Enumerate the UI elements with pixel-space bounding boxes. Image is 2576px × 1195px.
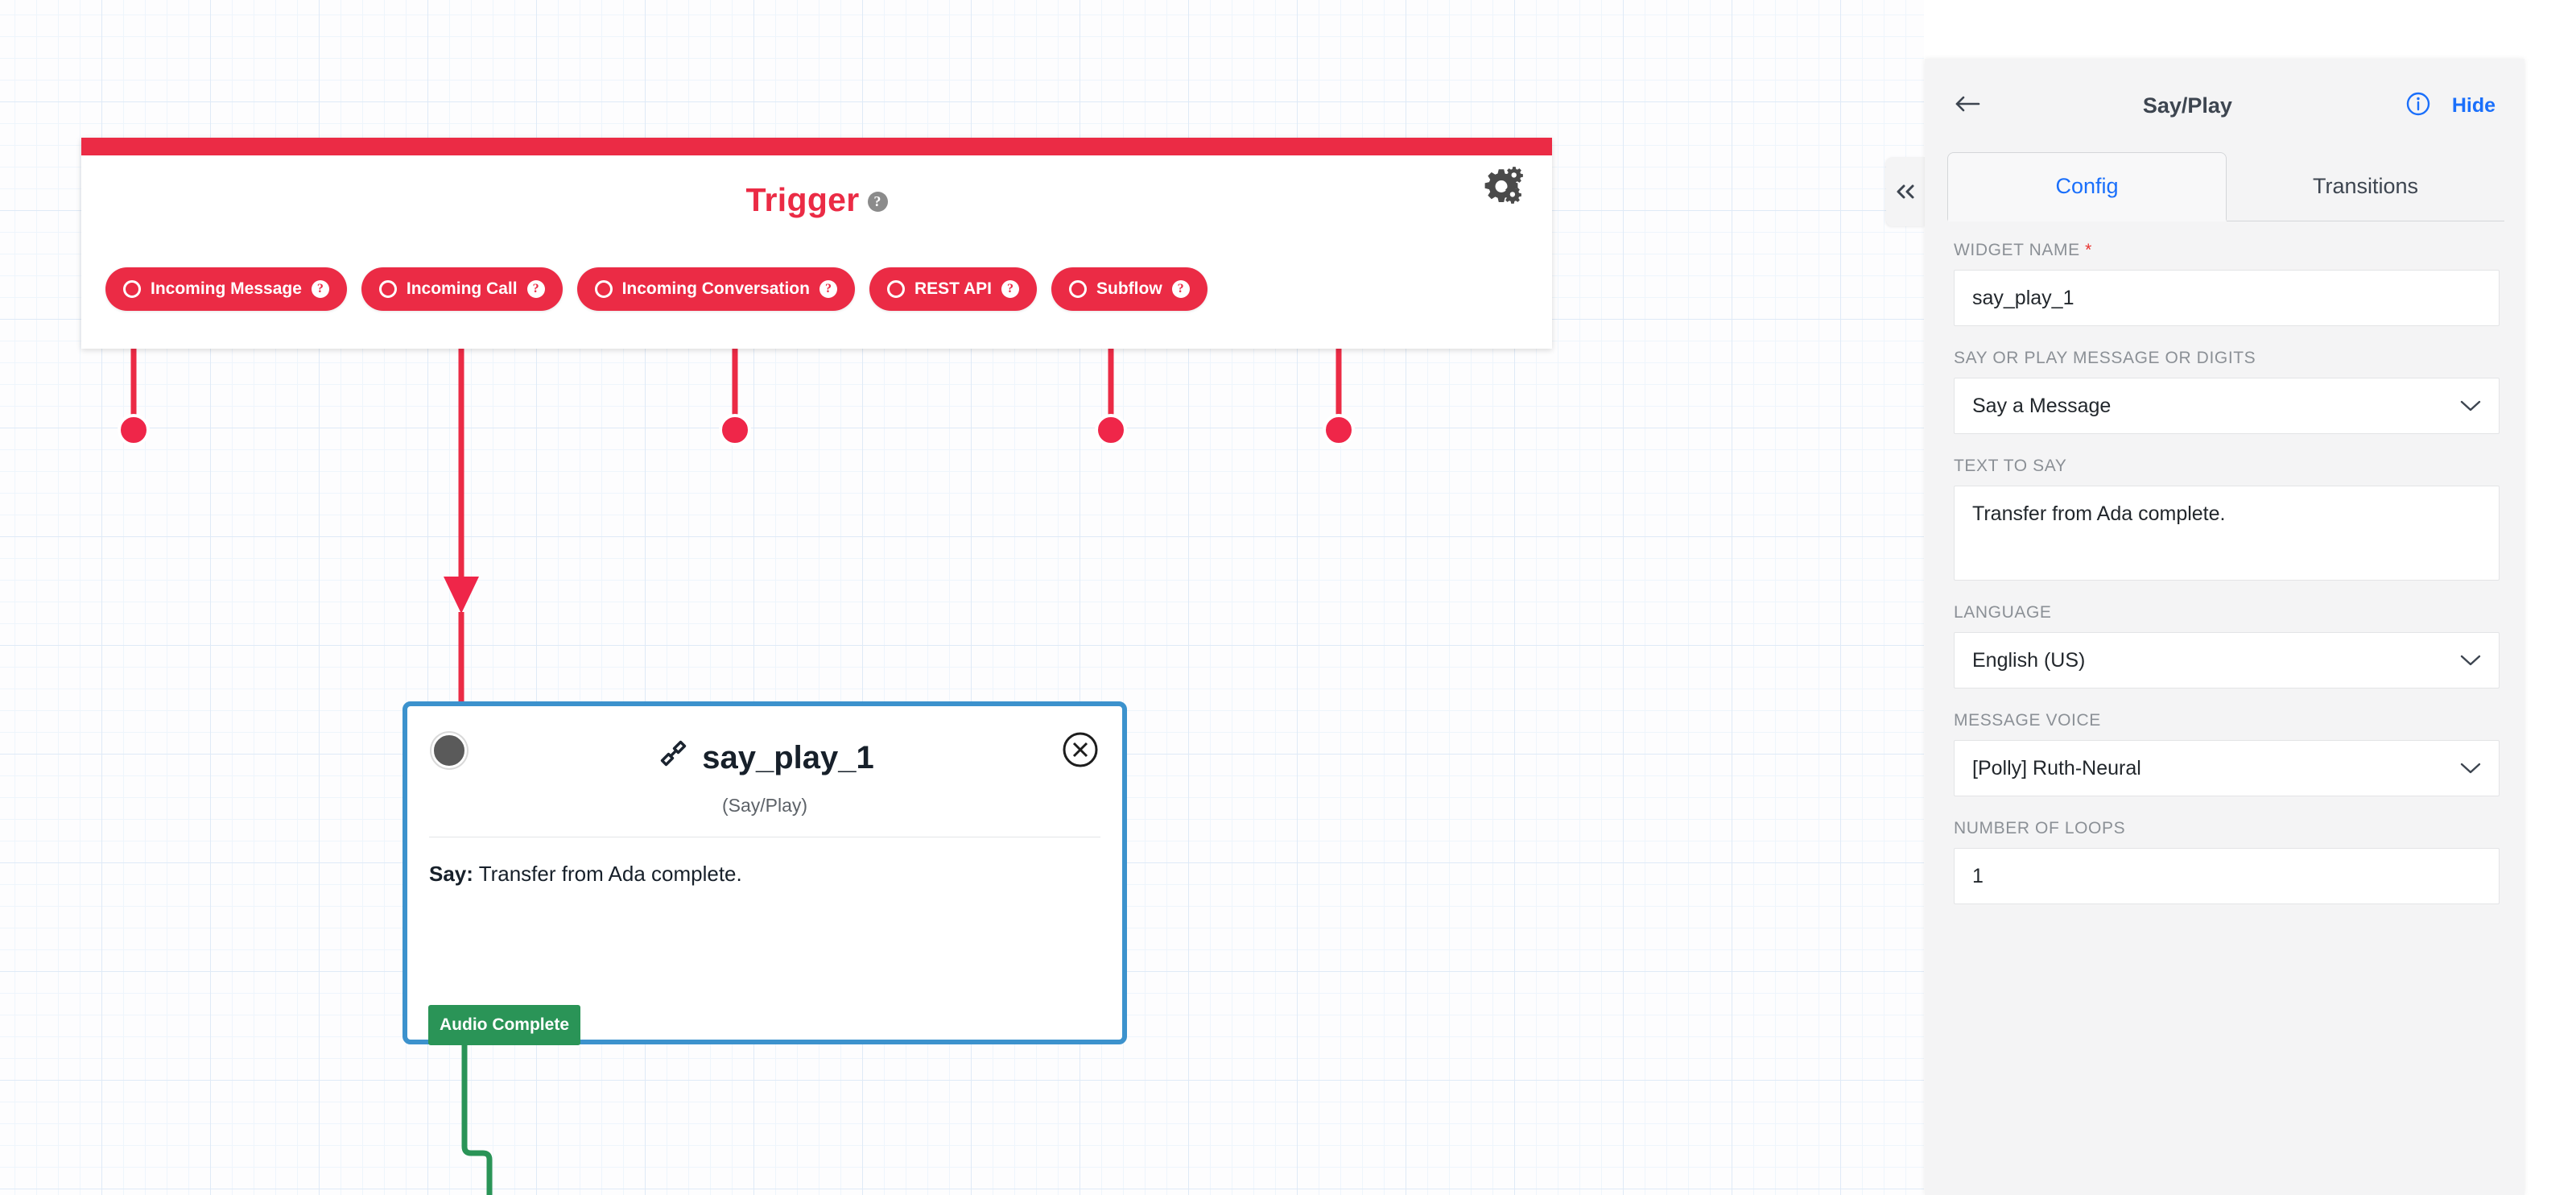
field-label-text: WIDGET NAME: [1954, 241, 2080, 259]
field-widget-name: WIDGET NAME * say_play_1: [1954, 241, 2500, 326]
field-label: LANGUAGE: [1954, 603, 2052, 622]
flow-canvas[interactable]: Trigger? Incoming Message ? Incoming Cal…: [0, 0, 1925, 1195]
number-of-loops-input[interactable]: 1: [1954, 848, 2500, 904]
help-icon[interactable]: ?: [1171, 280, 1190, 298]
phone-icon: [655, 737, 689, 779]
trigger-pill-label: Incoming Message: [151, 279, 302, 298]
trigger-pill-label: Subflow: [1096, 279, 1162, 298]
field-label: WIDGET NAME *: [1954, 241, 2500, 260]
node-body-value: Transfer from Ada complete.: [478, 862, 742, 886]
trigger-pill-label: Incoming Conversation: [621, 279, 810, 298]
field-label: SAY OR PLAY MESSAGE OR DIGITS: [1954, 349, 2256, 367]
arrow-left-icon[interactable]: [1954, 94, 1986, 118]
collapse-panel-button[interactable]: [1886, 157, 1925, 226]
say-or-play-select[interactable]: Say a Message: [1954, 378, 2500, 434]
select-value: Say a Message: [1972, 394, 2112, 417]
trigger-pill-label: Incoming Call: [406, 279, 518, 298]
field-number-of-loops: NUMBER OF LOOPS 1: [1954, 819, 2500, 904]
trigger-pill-incoming-conversation[interactable]: Incoming Conversation ?: [576, 267, 855, 311]
field-label: MESSAGE VOICE: [1954, 711, 2101, 730]
panel-form: WIDGET NAME * say_play_1 SAY OR PLAY MES…: [1954, 241, 2500, 927]
panel-header: Say/Play Hide: [1925, 59, 2524, 152]
trigger-pill-row: Incoming Message ? Incoming Call ? Incom…: [105, 267, 1208, 311]
trigger-pill-incoming-message[interactable]: Incoming Message ?: [105, 267, 347, 311]
transition-chip-audio-complete[interactable]: Audio Complete: [428, 1005, 580, 1045]
radio-circle-icon: [1069, 280, 1088, 298]
radio-circle-icon: [886, 280, 905, 298]
select-value: [Polly] Ruth-Neural: [1972, 756, 2141, 779]
trigger-widget[interactable]: Trigger? Incoming Message ? Incoming Cal…: [81, 138, 1552, 349]
required-marker: *: [2085, 241, 2092, 259]
tab-config[interactable]: Config: [1947, 152, 2227, 221]
field-text-to-say: TEXT TO SAY Transfer from Ada complete.: [1954, 457, 2500, 581]
radio-circle-icon: [123, 280, 141, 298]
node-body-label: Say:: [429, 862, 473, 886]
field-label: TEXT TO SAY: [1954, 457, 2067, 475]
help-icon[interactable]: ?: [819, 280, 837, 298]
field-label: NUMBER OF LOOPS: [1954, 819, 2126, 837]
trigger-pill-rest-api[interactable]: REST API ?: [869, 267, 1038, 311]
node-body: Say: Transfer from Ada complete.: [429, 862, 742, 887]
help-icon[interactable]: ?: [1001, 280, 1020, 298]
close-circle-icon[interactable]: [1063, 732, 1098, 767]
radio-circle-icon: [594, 280, 613, 298]
panel-title: Say/Play: [2142, 93, 2232, 118]
hide-panel-button[interactable]: Hide: [2451, 93, 2496, 117]
tab-transitions[interactable]: Transitions: [2227, 152, 2504, 221]
trigger-accent-bar: [81, 138, 1552, 155]
field-say-or-play: SAY OR PLAY MESSAGE OR DIGITS Say a Mess…: [1954, 349, 2500, 434]
widget-config-panel[interactable]: Say/Play Hide Config Transitions WIDGET …: [1925, 59, 2524, 1195]
trigger-pill-label: REST API: [914, 279, 993, 298]
node-handle-dot[interactable]: [431, 733, 467, 768]
trigger-help-icon[interactable]: ?: [867, 176, 888, 214]
info-circle-icon[interactable]: [2405, 91, 2431, 121]
chevron-down-icon: [2460, 649, 2481, 672]
language-select[interactable]: English (US): [1954, 632, 2500, 688]
trigger-title-text: Trigger: [745, 181, 860, 218]
node-subtitle: (Say/Play): [721, 795, 808, 816]
help-icon[interactable]: ?: [526, 280, 545, 298]
field-language: LANGUAGE English (US): [1954, 603, 2500, 688]
widget-name-input[interactable]: say_play_1: [1954, 270, 2500, 326]
trigger-pill-incoming-call[interactable]: Incoming Call ?: [361, 267, 563, 311]
node-title-text: say_play_1: [702, 739, 874, 775]
chevron-down-icon: [2460, 757, 2481, 780]
message-voice-select[interactable]: [Polly] Ruth-Neural: [1954, 740, 2500, 796]
radio-circle-icon: [378, 280, 397, 298]
widget-node-say-play[interactable]: say_play_1 (Say/Play) Say: Transfer from…: [402, 701, 1127, 1044]
help-icon[interactable]: ?: [311, 280, 329, 298]
chevron-down-icon: [2460, 395, 2481, 418]
text-to-say-textarea[interactable]: Transfer from Ada complete.: [1954, 486, 2500, 581]
gears-icon[interactable]: [1478, 163, 1528, 210]
trigger-pill-subflow[interactable]: Subflow ?: [1051, 267, 1208, 311]
field-message-voice: MESSAGE VOICE [Polly] Ruth-Neural: [1954, 711, 2500, 796]
node-title-row: say_play_1: [407, 737, 1122, 779]
select-value: English (US): [1972, 648, 2086, 672]
trigger-title: Trigger?: [81, 176, 1552, 219]
panel-tabs: Config Transitions: [1947, 152, 2504, 221]
double-chevron-left-icon: [1894, 183, 1917, 201]
